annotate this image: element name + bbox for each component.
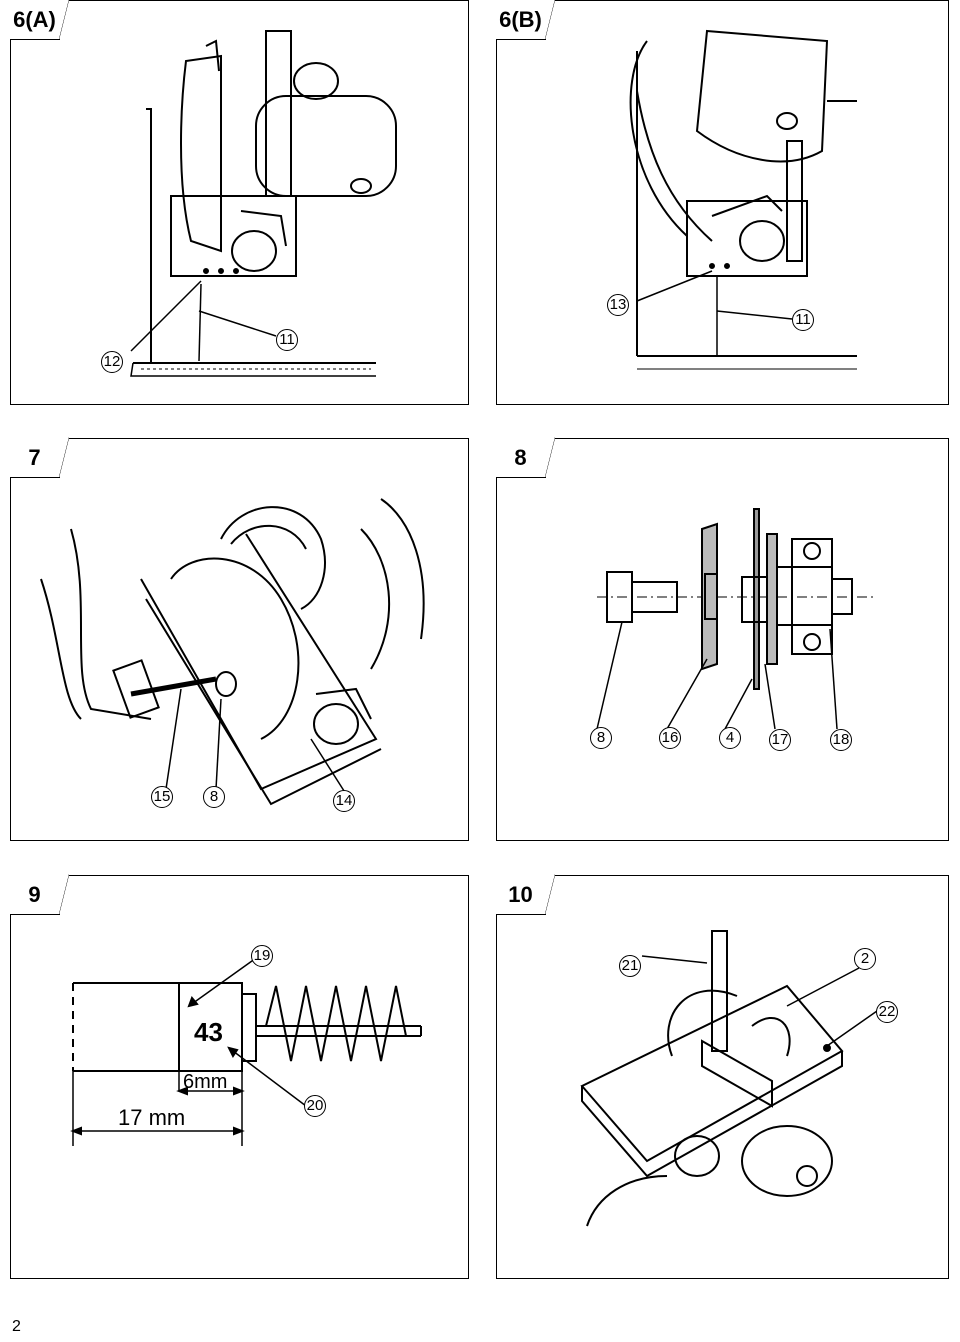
callout-15: 15 [151, 786, 173, 808]
figure-label: 8 [496, 437, 555, 478]
callout-13: 13 [607, 294, 629, 316]
callout-21: 21 [619, 955, 641, 977]
callout-11: 11 [792, 309, 814, 331]
figure-7-panel: 7 15 8 14 [10, 437, 469, 841]
figure-label: 6(A) [10, 0, 69, 40]
callout-18: 18 [830, 729, 852, 751]
figure-label: 9 [10, 874, 69, 915]
callout-8: 8 [590, 727, 612, 749]
callout-22: 22 [876, 1001, 898, 1023]
callout-2: 2 [854, 948, 876, 970]
figure-6a-panel: 6(A) 12 11 [10, 0, 469, 405]
figure-8-panel: 8 8 16 4 17 18 [496, 437, 949, 841]
page-number: 2 [12, 1318, 21, 1335]
callout-12: 12 [101, 351, 123, 373]
callout-8: 8 [203, 786, 225, 808]
callout-20: 20 [304, 1095, 326, 1117]
callout-19: 19 [251, 945, 273, 967]
callout-14: 14 [333, 790, 355, 812]
saw-tilted-illustration [629, 29, 857, 370]
dimension-6mm: 6mm [183, 1071, 228, 1093]
figure-label: 7 [10, 437, 69, 478]
saw-front-illustration [130, 30, 397, 377]
callout-17: 17 [769, 729, 791, 751]
figure-label: 10 [496, 874, 555, 915]
callout-4: 4 [719, 727, 741, 749]
blade-assembly-exploded-view [596, 508, 877, 730]
depth-adjustment-illustration [580, 930, 878, 1227]
figure-6b-panel: 6(B) 13 11 [496, 0, 949, 405]
blade-removal-illustration [40, 498, 425, 806]
brush-number-43: 43 [194, 1017, 223, 1047]
carbon-brush-diagram [70, 955, 422, 1146]
figure-label: 6(B) [496, 0, 555, 40]
callout-11: 11 [276, 329, 298, 351]
figure-10-panel: 10 21 2 22 [496, 874, 949, 1279]
dimension-17mm: 17 mm [118, 1105, 186, 1130]
callout-16: 16 [659, 727, 681, 749]
figure-9-panel: 9 43 6mm 17 mm 19 20 [10, 874, 469, 1279]
